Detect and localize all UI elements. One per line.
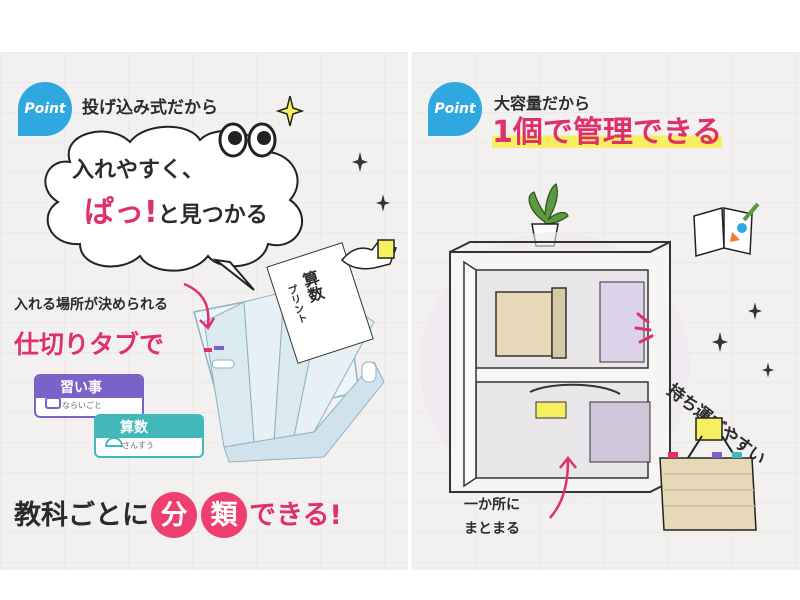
caption-capacity: 大容量だから [494,94,591,113]
tab-tag-label: 算数 [96,416,202,438]
tab-tag-lessons: 習い事 ならいごと [34,374,144,418]
arrow-icon [183,282,216,331]
point-badge-left: Point [18,82,72,136]
cloud-line-2: ぱっ!と見つかる [84,198,268,228]
panel-divider [408,52,412,570]
place-line-1: 一か所に [464,497,520,513]
circle-char: 分 [151,492,197,538]
cloud-line-2-rest: と見つかる [157,203,268,228]
caption-toss-in: 投げ込み式だから [82,98,218,118]
notebook-icon [693,202,760,257]
bottom-pre: 教科ごとに [14,499,149,531]
left-panel: Point 投げ込み式だから 入れやすく、 ぱっ!と見つかる [0,52,408,570]
right-panel: Point 大容量だから 1個で管理できる [412,52,800,570]
point-badge-right: Point [428,82,482,136]
headline-one-place: 1個で管理できる [492,115,723,150]
caption-divider: 入れる場所が決められる [14,297,168,313]
thought-cloud [44,125,304,291]
tab-tag-math: 算数 さんすう [94,414,204,458]
bottom-post: できる! [249,499,342,531]
hand-icon [340,239,397,270]
sparkle-icon [352,152,368,172]
bag-icon [45,394,61,409]
bottom-headline: 教科ごとに 分 類 できる! [14,492,342,538]
tab-heading: 仕切りタブで [14,330,165,359]
eyes-icon [218,122,277,158]
paper-title: 算数 [298,268,327,305]
sparkle-icon [748,302,762,320]
motion-lines [634,312,654,344]
sparkle-icon [275,95,305,127]
sparkle-icon [762,362,774,378]
protractor-icon [104,437,124,447]
sparkle-icon [712,332,728,352]
cloud-line-1: 入れやすく、 [72,158,205,183]
sparkle-icon [376,194,390,212]
tab-tag-reading: さんすう [122,441,154,450]
cloud-emphasis: ぱっ! [84,195,158,230]
arrow-icon [549,455,577,519]
tab-tag-label: 習い事 [36,376,142,398]
tab-tag-reading: ならいごと [62,401,102,410]
circle-char: 類 [201,492,247,538]
place-line-2: まとまる [464,521,520,537]
shelf-illustration [420,232,690,502]
carried-file-illustration [659,417,757,531]
